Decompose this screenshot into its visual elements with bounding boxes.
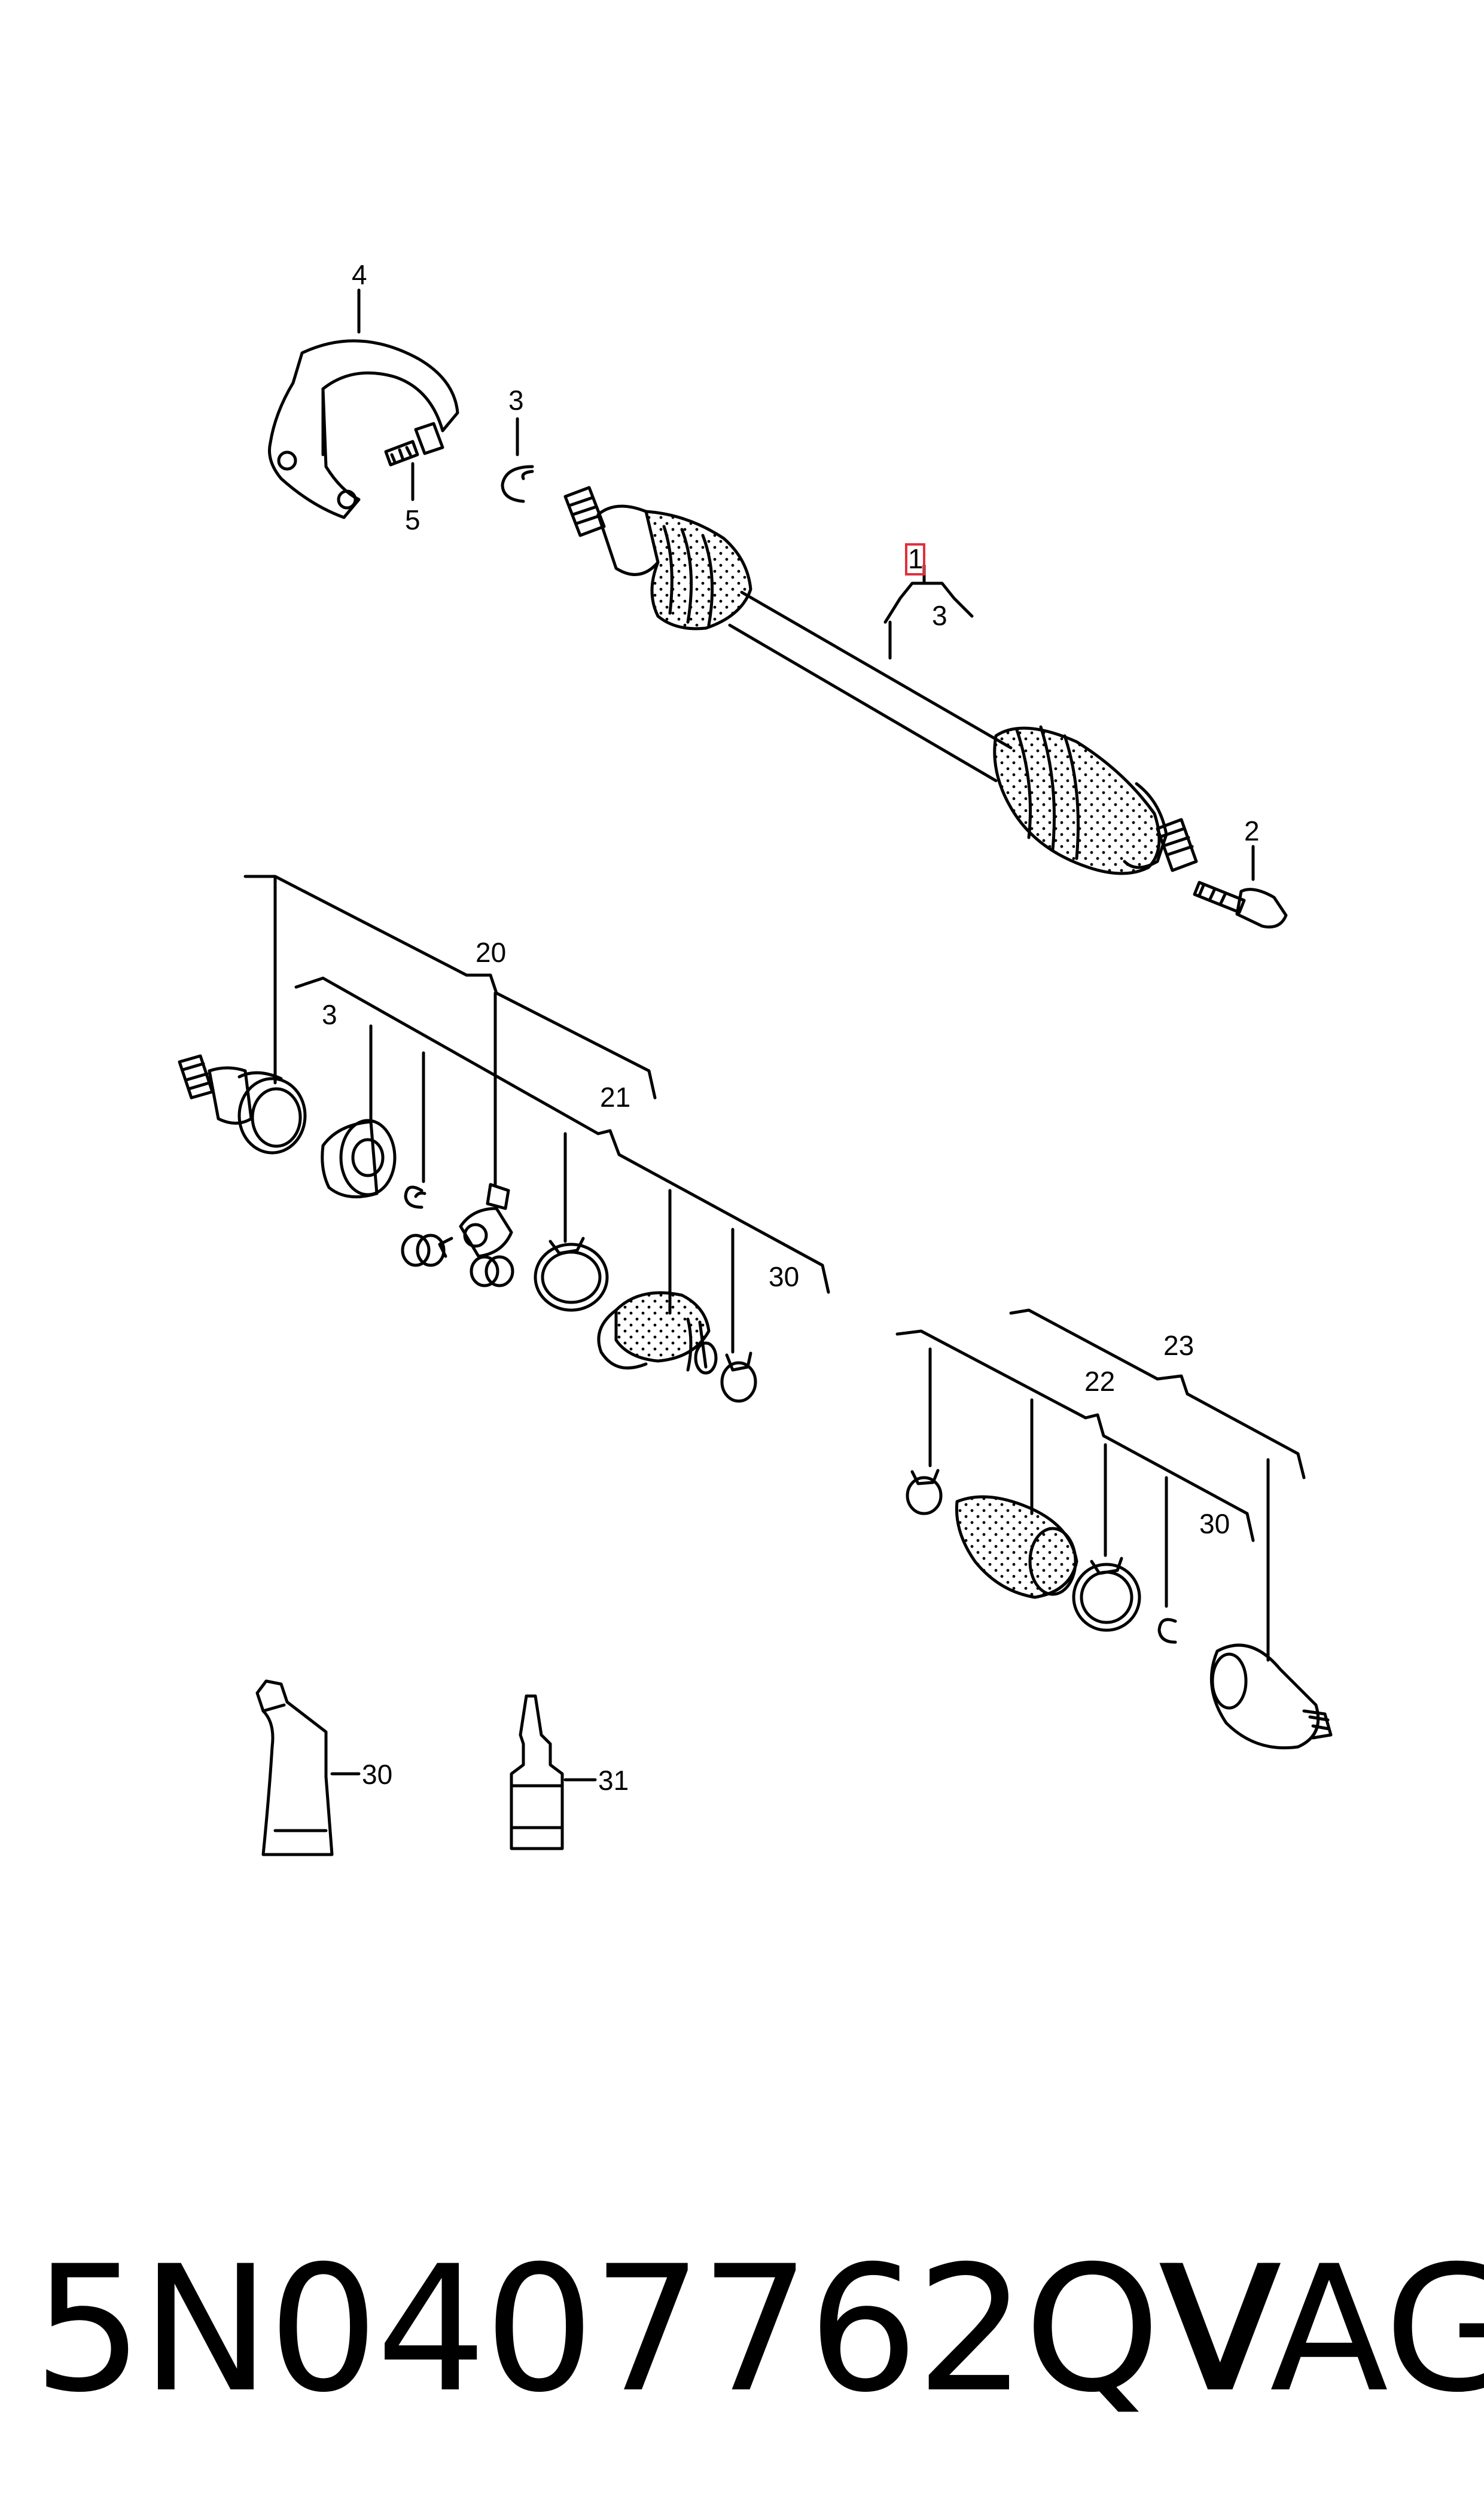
callout-30-tube: 30 [362,1759,392,1790]
boot-kit [597,1291,718,1375]
bracket-22 [895,1329,1255,1542]
callout-2: 2 [1244,815,1260,847]
clamp-inner-small [906,1469,943,1515]
bracket-21 [294,976,830,1294]
circlip-kit [404,1185,426,1209]
callout-3-top: 3 [508,385,524,416]
circlip-top [501,465,534,503]
boot-clamp-large [534,1237,609,1312]
callout-21: 21 [600,1082,630,1113]
callout-22: 22 [1084,1366,1115,1397]
callout-5: 5 [405,504,420,535]
hub-bolt [1193,881,1288,928]
bearing-rings [401,1234,514,1287]
shaft-guard [267,339,459,519]
callout-20: 20 [476,937,506,968]
drive-shaft [563,486,1198,875]
brand-text: VAG [1163,2229,1484,2431]
outer-joint-kit [178,1054,307,1155]
part-number-text: 5N0407762QV [33,2229,1277,2431]
callout-30-outer: 30 [769,1261,799,1292]
callout-31: 31 [598,1765,629,1796]
sealant-bottle [510,1694,564,1850]
tripod-spider [438,1183,513,1258]
bracket-23 [1009,1308,1306,1479]
boot-inner [955,1495,1078,1599]
circlip-inner [1157,1618,1177,1644]
callout-1: 1 [908,543,924,574]
inner-joint [1209,1643,1333,1750]
callout-30-inner: 30 [1199,1508,1230,1539]
highlight-box-1 [905,543,925,576]
joint-cage [321,1119,397,1199]
callout-4: 4 [352,259,367,290]
grease-tube [255,1679,334,1856]
bracket-1 [883,564,974,660]
bracket-20 [243,875,657,1100]
callout-23: 23 [1163,1330,1194,1361]
boot-clamp-small [720,1351,757,1403]
clamp-inner-large [1072,1557,1141,1632]
callout-3-kit: 3 [322,999,337,1030]
callout-1-sub: 3 [932,600,947,631]
guard-bolt [384,422,444,467]
